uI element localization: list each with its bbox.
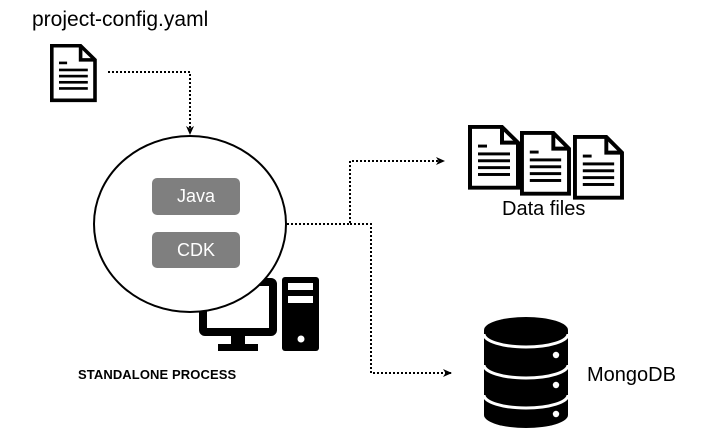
document-icon [520, 131, 571, 196]
connector-process-to-mongodb [350, 223, 452, 377]
mongodb-label: MongoDB [587, 364, 676, 386]
documents-icon [468, 124, 624, 200]
component-java: Java [152, 178, 240, 215]
document-icon [468, 124, 520, 190]
config-file-document-icon [49, 43, 97, 103]
config-file-label: project-config.yaml [32, 8, 209, 31]
database-icon [482, 317, 570, 428]
standalone-process-circle [93, 135, 287, 313]
connector-process-to-data-files [287, 157, 445, 225]
document-icon [573, 135, 624, 200]
connector-config-to-process [108, 71, 194, 135]
data-files-label: Data files [502, 198, 586, 220]
component-cdk: CDK [152, 232, 240, 268]
process-label: STANDALONE PROCESS [78, 367, 237, 382]
